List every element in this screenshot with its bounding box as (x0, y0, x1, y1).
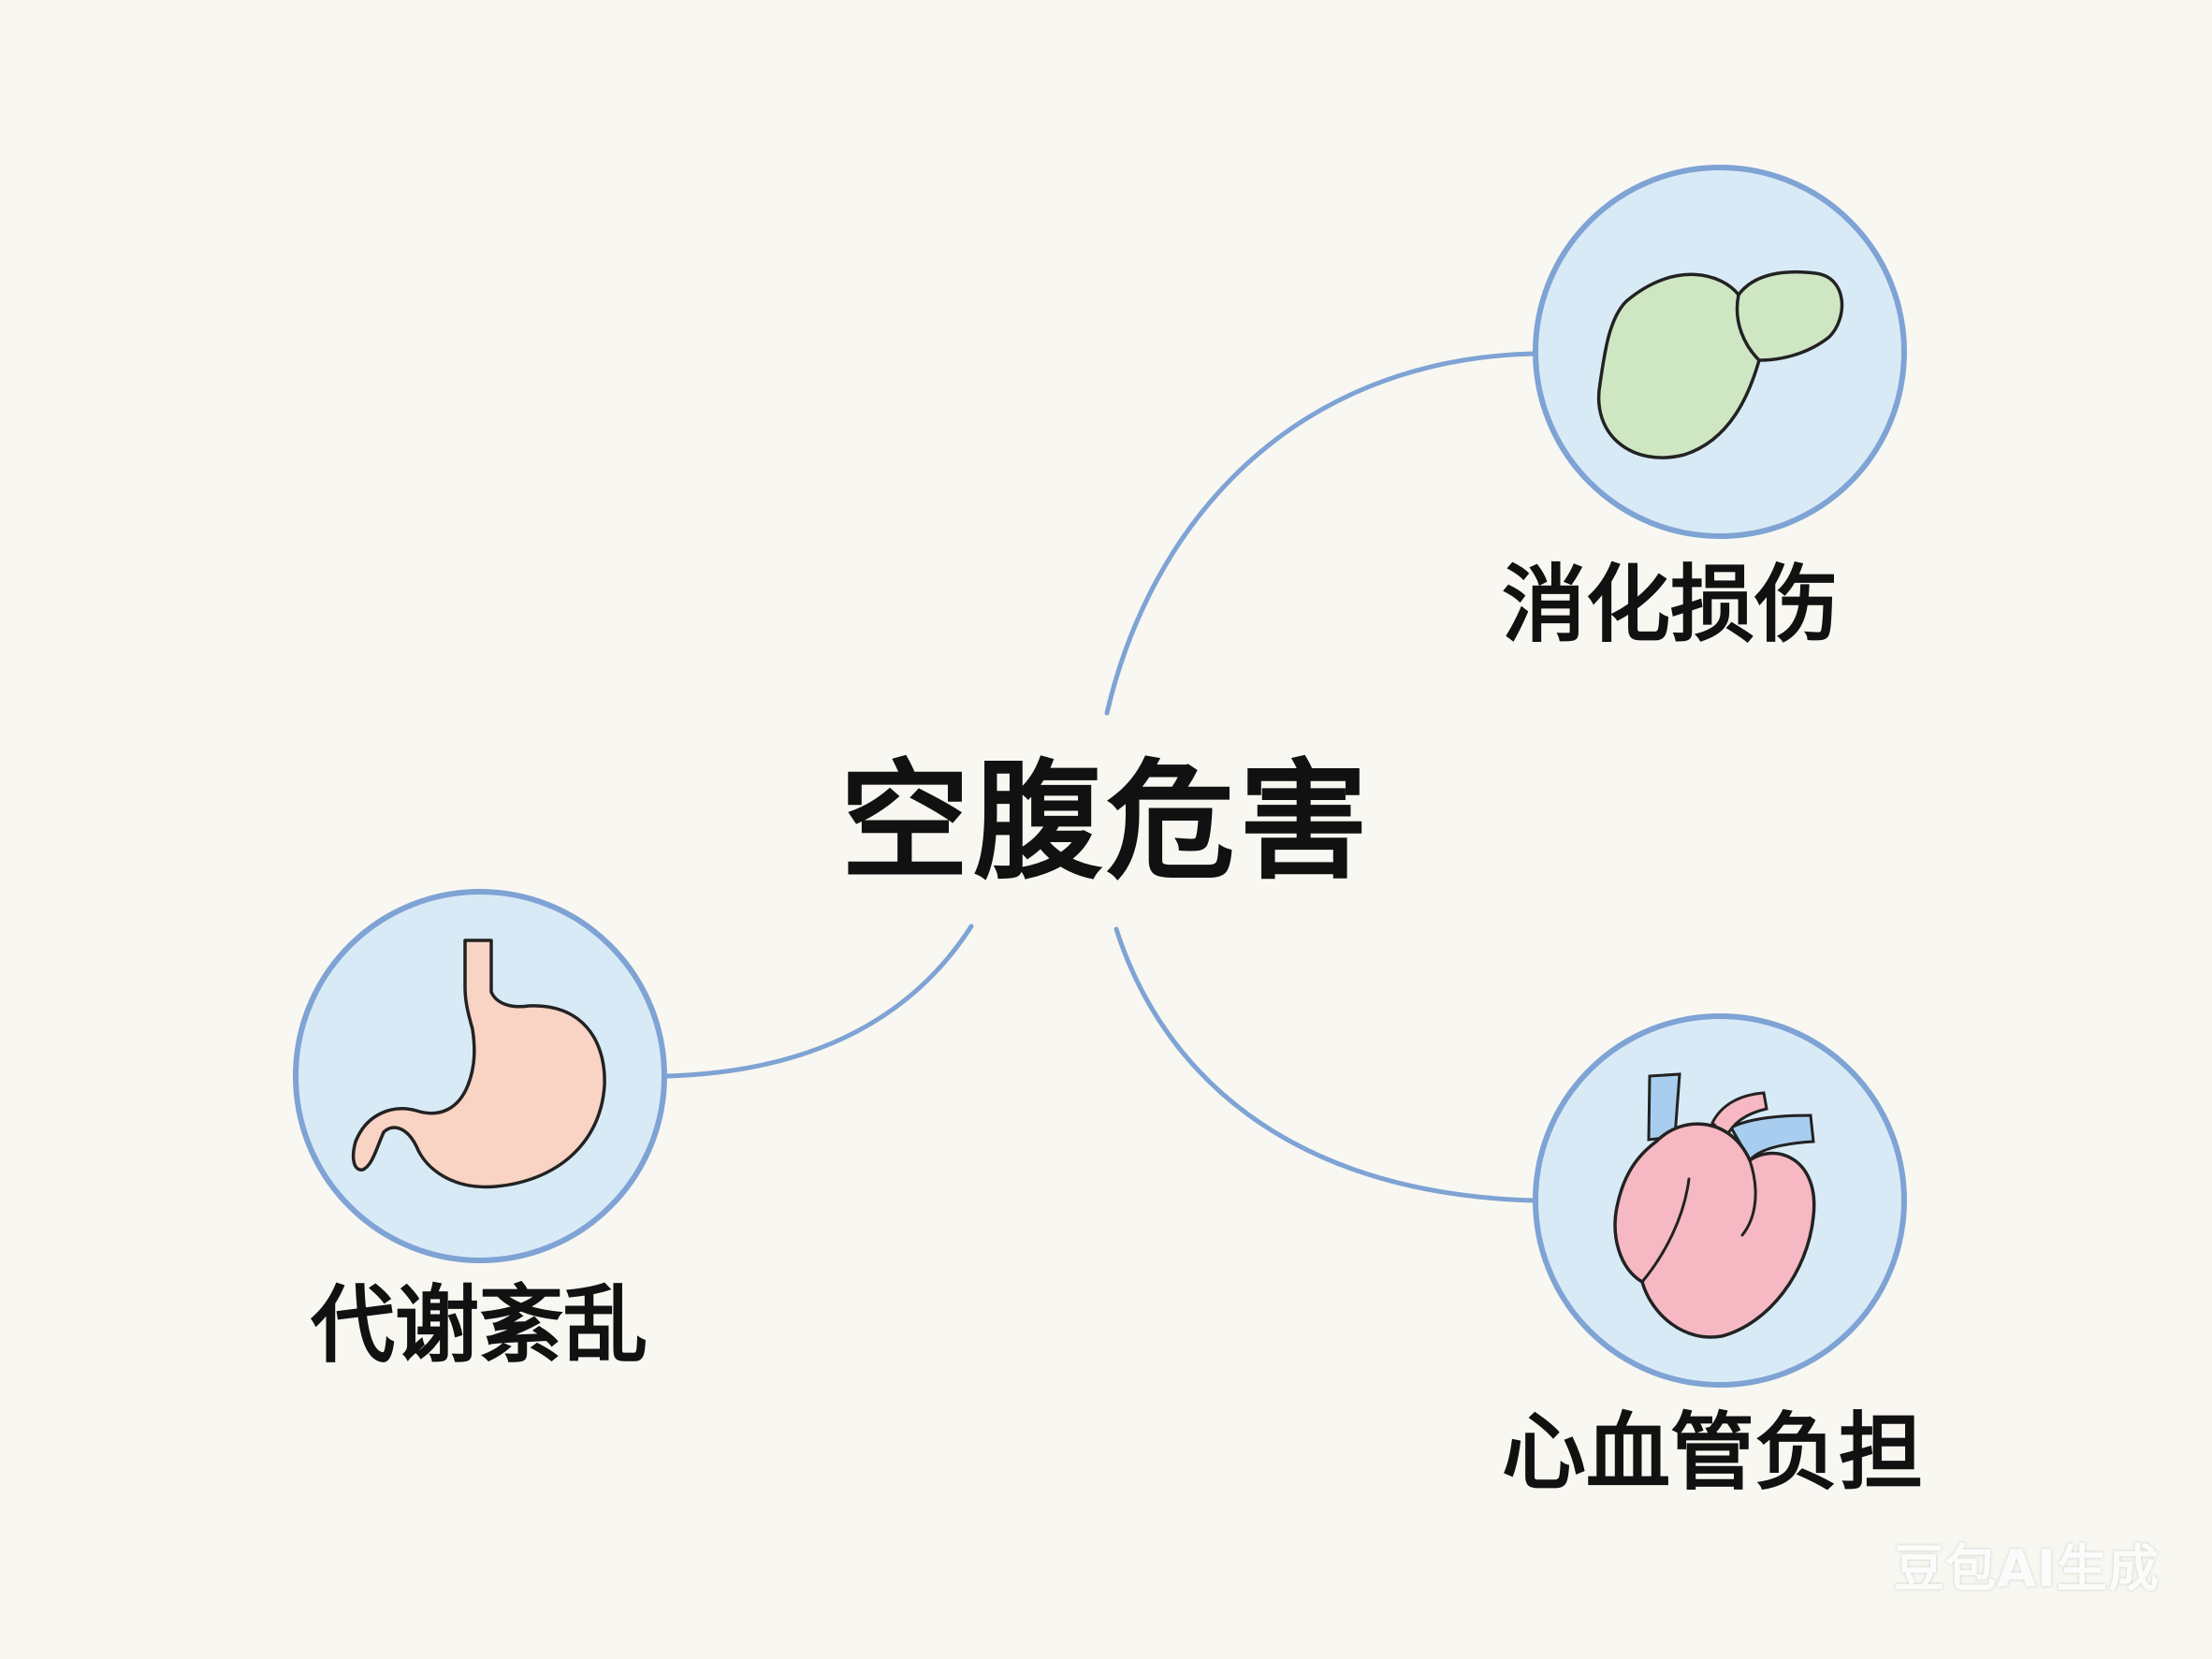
node-cardio (1533, 1013, 1907, 1388)
node-metabolic (293, 889, 667, 1263)
gallbladder-icon (1596, 269, 1844, 459)
node-label-digestive: 消化损伤 (1502, 556, 1839, 654)
connector-digestive (1104, 351, 1535, 716)
node-digestive (1533, 165, 1907, 539)
node-label-cardio: 心血管负担 (1502, 1404, 1923, 1502)
node-label-metabolic: 代谢紊乱 (311, 1276, 648, 1375)
connector-metabolic (664, 924, 974, 1079)
center-title: 空腹危害 (839, 747, 1372, 897)
heart-icon (1613, 1072, 1816, 1339)
watermark: 豆包AI生成 (1894, 1539, 2160, 1598)
stomach-icon (351, 939, 606, 1189)
connector-cardio (1113, 926, 1535, 1203)
